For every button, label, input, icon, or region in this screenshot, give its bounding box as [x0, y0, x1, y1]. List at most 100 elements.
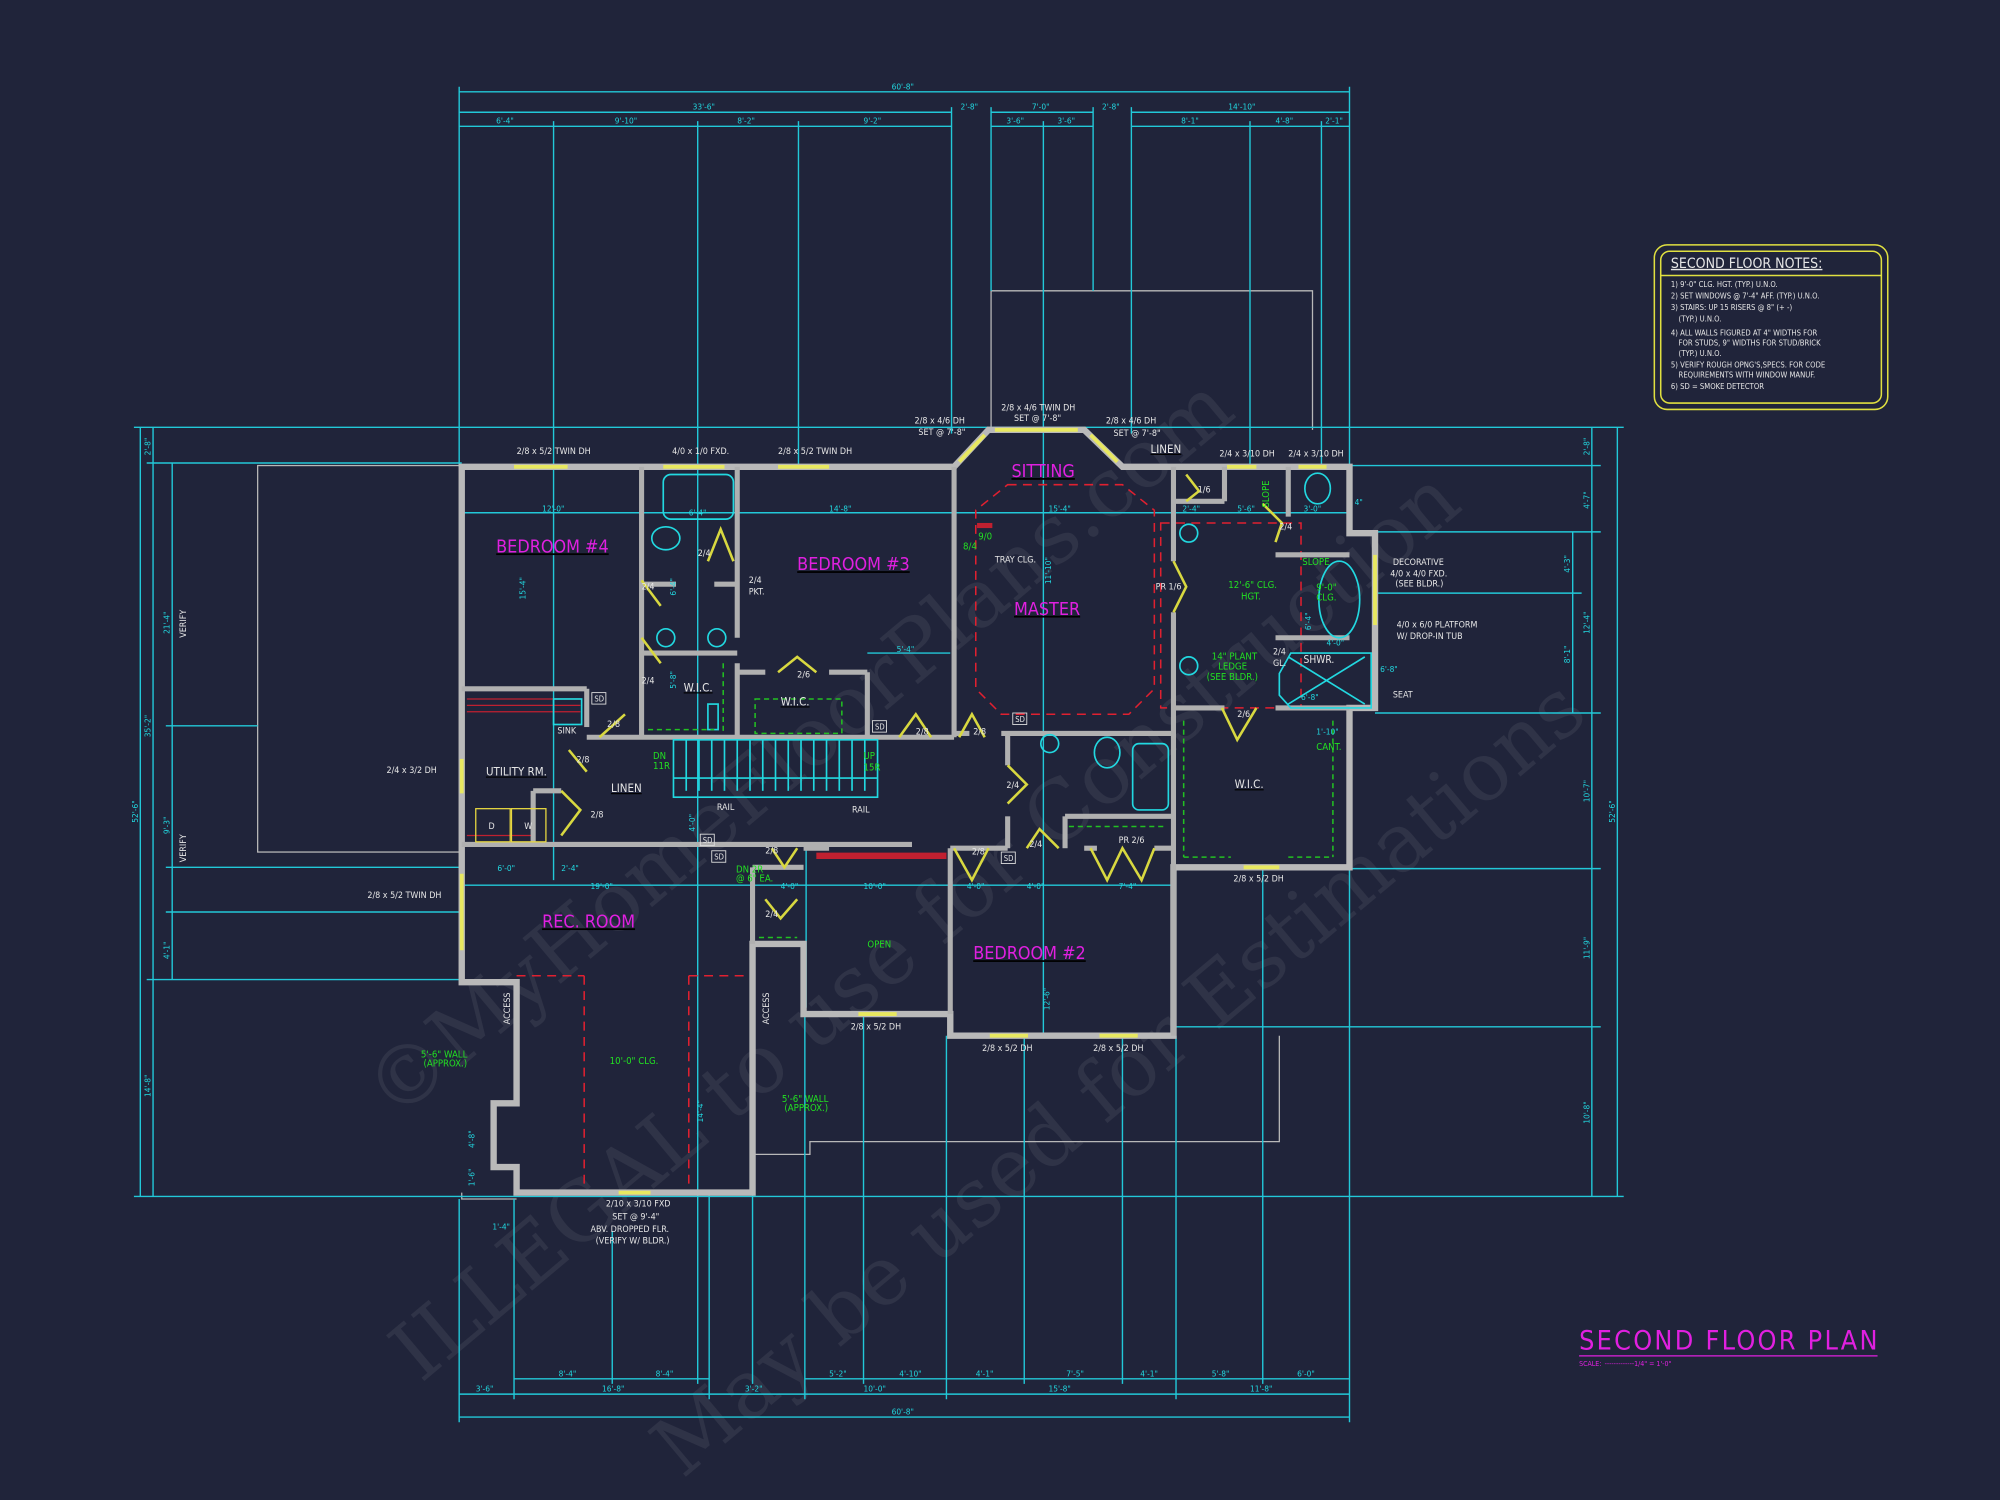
window-label: 2/10 x 3/10 FXD — [606, 1200, 671, 1210]
annotation: 2/4 — [749, 576, 762, 586]
smoke-detector: SD — [875, 723, 885, 732]
door-label: 2/4 — [1273, 647, 1286, 657]
dim-label: 4'-3" — [1562, 555, 1572, 573]
dim-label: 7'-0" — [1032, 102, 1050, 112]
window-label: SET @ 9'-4" — [612, 1212, 659, 1222]
plumbing-fixtures — [552, 472, 1373, 811]
door-label: 2/8 — [591, 811, 604, 821]
door-label: GL. — [1273, 659, 1286, 669]
wall-note: 5'-6" WALL — [782, 1094, 829, 1105]
door-label: 2/4 — [765, 910, 778, 920]
door-label: 2/8 — [765, 846, 778, 856]
dim-label: 4'-0" — [1027, 881, 1045, 891]
dim-label: 11'-8" — [1250, 1384, 1272, 1394]
verify-label: VERIFY — [179, 610, 189, 638]
dim-label: 6'-4" — [668, 578, 678, 596]
lower-floor-outline — [257, 290, 1314, 1200]
door-swings — [560, 473, 1284, 921]
dim-label: 7'-4" — [1119, 881, 1137, 891]
window-label: (SEE BLDR.) — [1395, 580, 1443, 590]
window-label: 2/4 x 3/10 DH — [1219, 450, 1274, 460]
window-labels: 2/8 x 5/2 TWIN DH 4/0 x 1/0 FXD. 2/8 x 5… — [367, 404, 1447, 1247]
window-label: 2/8 x 4/6 DH — [1106, 416, 1156, 426]
ceiling-note: (SEE BLDR.) — [1207, 672, 1258, 683]
note-line: 1) 9'-0" CLG. HGT. (TYP.) U.N.O. — [1671, 280, 1778, 289]
dim-label: 3'-2" — [745, 1384, 763, 1394]
door-labels: 2/4 2/4 2/4 2/6 2/8 2/8 2/8 2/8 2/8 2/4 … — [577, 485, 1293, 920]
wall-note: 5'-6" WALL — [421, 1049, 468, 1060]
door-label: 2/4 — [642, 582, 655, 592]
dim-label: 9'-10" — [615, 116, 637, 126]
window-label: 2/4 x 3/10 DH — [1288, 450, 1343, 460]
window-label: 2/8 x 4/6 DH — [915, 416, 965, 426]
door-label: 2/4 — [1279, 522, 1292, 532]
dim-label: 7'-5" — [1066, 1368, 1084, 1378]
second-floor-notes: SECOND FLOOR NOTES: 1) 9'-0" CLG. HGT. (… — [1653, 244, 1889, 411]
room-label-master: MASTER — [1014, 599, 1080, 620]
stair-note: DN 2R — [736, 864, 763, 875]
dim-label: 4'-1" — [976, 1368, 994, 1378]
door-label: 2/6 — [797, 670, 810, 680]
stair-note: DN — [653, 751, 666, 762]
annotation: PR 1/6 — [1156, 582, 1182, 592]
dim-label: 21'-4" — [162, 612, 172, 634]
room-label-bedroom-4: BEDROOM #4 — [496, 536, 609, 557]
window-label: 4/0 x 4/0 FXD. — [1390, 570, 1447, 580]
window-label: 2/8 x 5/2 TWIN DH — [517, 447, 591, 457]
dim-label: 6'-4" — [496, 116, 514, 126]
ceiling-note: OPEN — [867, 940, 891, 951]
window-label: 2/8 x 5/2 DH — [1093, 1044, 1143, 1054]
ceiling-note: LEDGE — [1218, 662, 1247, 673]
note-line: (TYP.) U.N.O. — [1679, 314, 1722, 323]
dim-label: 33'-6" — [693, 102, 715, 112]
verify-label: VERIFY — [179, 834, 189, 862]
dim-label: 52'-6" — [130, 800, 140, 822]
dim-label: 3'-6" — [1006, 116, 1024, 126]
dim-label: 9'-3" — [162, 817, 172, 835]
door-label: 2/8 — [973, 728, 986, 738]
wall-note: (APPROX.) — [423, 1058, 467, 1069]
room-label-wic-bath: W.I.C. — [684, 680, 713, 694]
dim-label: 16'-8" — [602, 1384, 624, 1394]
dim-label: 4'-7" — [1581, 491, 1591, 509]
dimension-labels-right: 52'-6" 2'-8" 4'-7" 12'-4" 10'-7" 11'-9" … — [1562, 438, 1617, 1124]
note-line: 4) ALL WALLS FIGURED AT 4" WIDTHS FOR — [1671, 328, 1818, 337]
dim-label: 35'-2" — [143, 715, 153, 737]
dim-label: 10'-0" — [864, 881, 886, 891]
scale-value: -------------1/4" = 1'-0" — [1605, 1359, 1672, 1368]
dim-label: 2'-4" — [561, 863, 579, 873]
annotation: TRAY CLG. — [994, 556, 1036, 566]
annotation: ACCESS — [762, 992, 772, 1024]
dim-label: 5'-4" — [897, 644, 915, 654]
window-label: 2/8 x 5/2 TWIN DH — [367, 891, 441, 901]
stair-note: 11R — [653, 761, 670, 772]
note-line: 3) STAIRS: UP 15 RISERS @ 8" (+ -) — [1671, 303, 1793, 312]
window-label: SET @ 7'-8" — [918, 428, 965, 438]
scale-label: SCALE: — [1579, 1359, 1601, 1368]
room-label-wic-master: W.I.C. — [1235, 777, 1264, 791]
dim-label: 6'-8" — [1301, 692, 1319, 702]
dim-label: 52'-6" — [1607, 800, 1617, 822]
dim-label: 2'-8" — [1581, 438, 1591, 456]
wall-note: (APPROX.) — [784, 1103, 828, 1114]
stair-note: 15R — [864, 762, 881, 773]
dim-label: 1'-6" — [466, 1169, 476, 1187]
window-label: 2/8 x 4/6 TWIN DH — [1001, 404, 1075, 414]
door-label: 2/8 — [607, 720, 620, 730]
room-label-linen-hall: LINEN — [611, 781, 642, 795]
dim-label: 11'-10" — [1043, 557, 1053, 584]
dim-label: 14'-10" — [1228, 102, 1255, 112]
annotation: W/ DROP-IN TUB — [1397, 632, 1463, 642]
dim-label: 14'-8" — [143, 1075, 153, 1097]
note-line: FOR STUDS, 9" WIDTHS FOR STUD/BRICK — [1679, 339, 1822, 348]
smoke-detector: SD — [1015, 715, 1025, 724]
ceiling-note: HGT. — [1241, 591, 1261, 602]
door-label: 2/8 — [577, 756, 590, 766]
exterior-wall — [458, 426, 1379, 1196]
window-label: ABV. DROPPED FLR. — [591, 1225, 669, 1235]
room-label-utility: UTILITY RM. — [486, 765, 547, 779]
smoke-detector: SD — [703, 836, 713, 845]
door-label: 2/4 — [1029, 840, 1042, 850]
dim-label: 4'-0" — [1327, 637, 1345, 647]
dim-label: 15'-4" — [1048, 503, 1070, 513]
